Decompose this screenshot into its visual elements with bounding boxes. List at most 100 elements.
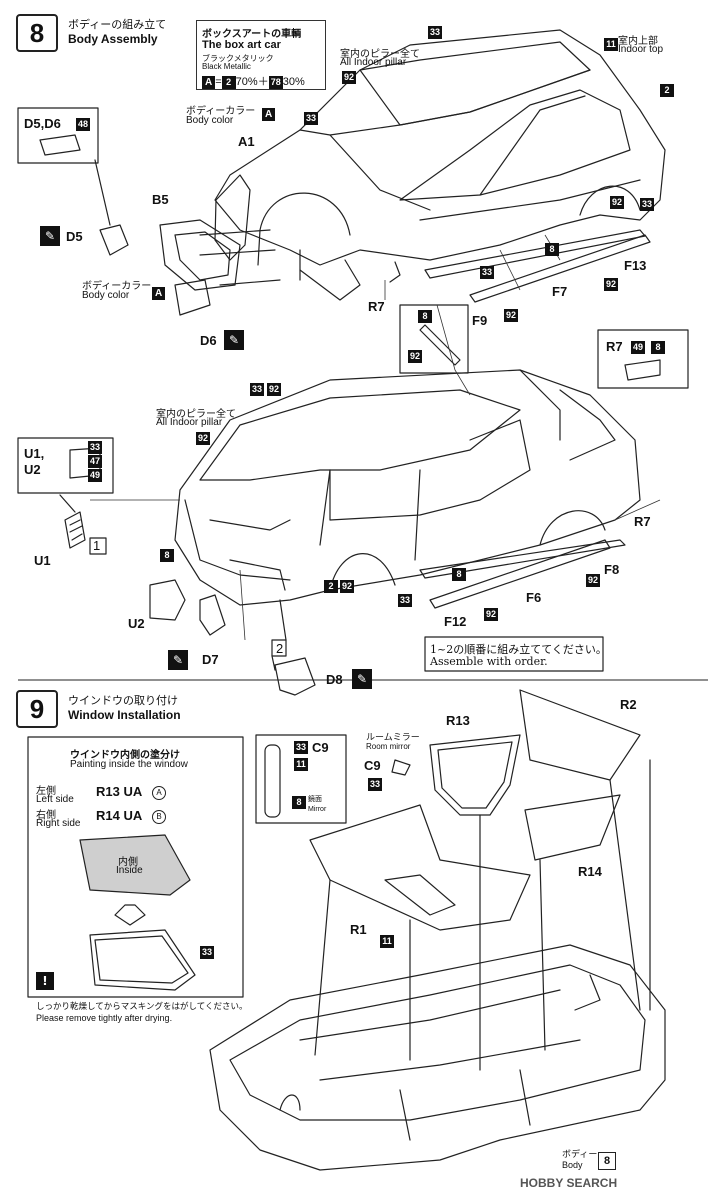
order-mark-1: 1 [93, 538, 101, 553]
paint-49-badge: 49 [631, 341, 646, 354]
paint-48-badge: 48 [76, 118, 91, 131]
step8-title-jp: ボディーの組み立て [68, 18, 167, 31]
part-u1-label: U1 [34, 553, 51, 568]
paint-78-badge: 78 [268, 76, 283, 89]
cement-icon: ✎ [352, 669, 372, 689]
paint-92-badge: 92 [504, 309, 519, 322]
paint-2-badge: 2 [324, 580, 338, 593]
inside-jp: 内側 [118, 857, 138, 868]
boxart-color-jp: ブラックメタリック [202, 54, 274, 63]
order-mark-2: 2 [276, 641, 284, 656]
paint-title-jp: ウインドウ内側の塗分け [70, 750, 180, 761]
indoor-top-jp: 室内上部 [618, 36, 658, 47]
part-f13-label: F13 [624, 258, 647, 273]
right-part-label: R14 UA [96, 808, 143, 823]
boxart-title-jp: ボックスアートの車輌 [202, 29, 302, 40]
body-color-jp: ボディーカラー [186, 106, 256, 117]
part-r7-label: R7 [368, 299, 385, 314]
paint-8-badge: 8 [651, 341, 665, 354]
cement-icon: ✎ [168, 650, 188, 670]
part-r1-label: R1 [350, 922, 367, 937]
caution-en: Please remove tightly after drying. [36, 1013, 173, 1023]
color-a-badge: A [152, 287, 166, 300]
paint-8-badge: 8 [545, 243, 559, 256]
paint-47-badge: 47 [88, 455, 103, 468]
part-u2-label: U2 [128, 616, 145, 631]
part-r13-label: R13 [446, 713, 470, 728]
paint-33-badge: 33 [304, 112, 319, 125]
paint-2-badge: 2 [221, 76, 236, 89]
paint-92-badge: 92 [586, 574, 601, 587]
color-a-badge: A [262, 108, 276, 121]
paint-33-badge: 33 [200, 946, 215, 959]
mark-a-circle: A [152, 786, 166, 800]
part-d5d6-label: D5,D6 [24, 116, 61, 131]
cement-icon: ✎ [224, 330, 244, 350]
paint-11-badge: 11 [380, 935, 394, 948]
mix-equals: = [215, 76, 222, 88]
paint-92-badge: 92 [604, 278, 619, 291]
part-d7-label: D7 [202, 652, 219, 667]
paint-33-badge: 33 [294, 741, 309, 754]
paint-33-badge: 33 [640, 198, 655, 211]
paint-2-badge: 2 [660, 84, 674, 97]
caution-jp: しっかり乾燥してからマスキングをはがしてください。 [36, 1002, 248, 1012]
step8-title-en: Body Assembly [68, 32, 158, 46]
paint-8-badge: 8 [160, 549, 174, 562]
boxart-title-en: The box art car [202, 39, 281, 51]
body-en: Body [562, 1160, 583, 1170]
paint-8-badge: 8 [418, 310, 432, 323]
box-art-note: ボックスアートの車輌 The box art car ブラックメタリック Bla… [196, 20, 326, 90]
left-side-en: Left side [36, 794, 74, 805]
mark-b-circle: B [152, 810, 166, 824]
part-d6-label: D6 [200, 333, 217, 348]
paint-92-badge: 92 [342, 71, 357, 84]
body-color-en-2: Body color [82, 290, 130, 301]
body-step-ref: 8 [598, 1152, 616, 1170]
caution-icon: ! [36, 972, 54, 990]
part-f7-label: F7 [552, 284, 568, 299]
part-a1-label: A1 [238, 134, 255, 149]
paint-33-badge: 33 [398, 594, 413, 607]
paint-33-badge: 33 [250, 383, 265, 396]
order-note-jp: 1~2の順番に組み立ててください。 [430, 643, 607, 656]
part-f6-label: F6 [526, 590, 542, 605]
boxart-color-en: Black Metallic [202, 62, 251, 71]
part-u1u2-label-a: U1, [24, 446, 45, 461]
indoor-pillar-en-2: All Indoor pillar [156, 417, 223, 428]
indoor-pillar-jp: 室内のピラー全て [340, 49, 420, 60]
part-f12-label: F12 [444, 614, 467, 629]
indoor-pillar-jp-2: 室内のピラー全て [156, 409, 236, 420]
part-f9-label: F9 [472, 313, 488, 328]
body-color-jp-2: ボディーカラー [82, 281, 152, 292]
order-note-en: Assemble with order. [430, 655, 548, 668]
mirror-en: Room mirror [366, 742, 411, 751]
indoor-top-en: Indoor top [618, 44, 664, 55]
mirror-face-en: Mirror [308, 806, 327, 813]
inside-en: Inside [116, 865, 143, 876]
part-r14-label: R14 [578, 864, 602, 879]
paint-92-badge: 92 [340, 580, 355, 593]
left-side-jp: 左側 [36, 786, 56, 797]
indoor-pillar-en: All Indoor pillar [340, 57, 407, 68]
paint-92-badge: 92 [267, 383, 282, 396]
body-color-en: Body color [186, 115, 234, 126]
paint-8-badge: 8 [292, 796, 306, 809]
paint-92-badge: 92 [196, 432, 211, 445]
cement-icon: ✎ [40, 226, 60, 246]
paint-33-badge: 33 [368, 778, 383, 791]
right-side-en: Right side [36, 818, 81, 829]
step-number-8: 8 [16, 14, 58, 52]
paint-8-badge: 8 [452, 568, 466, 581]
part-r2-label: R2 [620, 697, 637, 712]
hobby-search-watermark: HOBBY SEARCH [520, 1176, 618, 1190]
paint-92-badge: 92 [484, 608, 499, 621]
part-d5-label: D5 [66, 229, 83, 244]
color-a-badge: A [202, 76, 216, 89]
part-c9-label: C9 [312, 740, 329, 755]
paint-33-badge: 33 [88, 441, 103, 454]
step-number-9: 9 [16, 690, 58, 728]
part-c9-label-2: C9 [364, 758, 381, 773]
paint-92-badge: 92 [610, 196, 625, 209]
paint-33-badge: 33 [428, 26, 443, 39]
